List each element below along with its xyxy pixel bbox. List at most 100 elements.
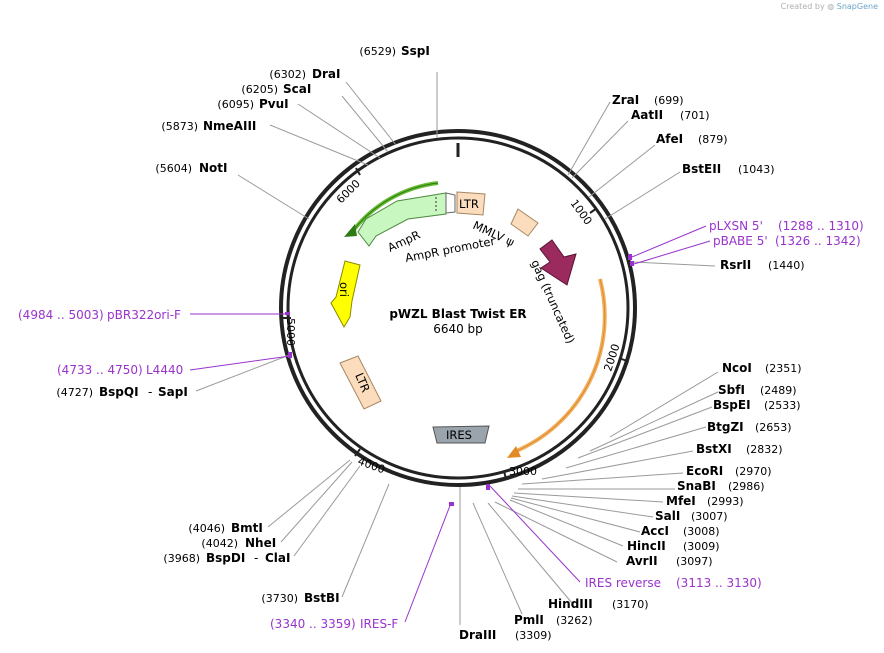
enzyme-name-nhei: NheI (245, 536, 276, 550)
ltr-5-label: LTR (459, 197, 479, 211)
primer-marker-pbabe (630, 261, 634, 266)
ampr-promoter-feature (445, 192, 456, 214)
enzyme-pos-hindiii: (3170) (612, 598, 649, 611)
enzyme-name-pvui: PvuI (259, 97, 289, 111)
ires-label: IRES (446, 428, 472, 442)
enzyme-name-draiii: DraIII (459, 628, 496, 642)
enzyme-connector-lines (195, 72, 719, 625)
gag-feature (539, 239, 577, 286)
enzyme-pos-bspei: (2533) (764, 399, 801, 412)
snapgene-logo-icon: ◍ (827, 2, 835, 11)
enzyme-pos-hincii: (3009) (683, 540, 720, 553)
ori-feature (330, 260, 361, 329)
primer-range-ires-reverse: (3113 .. 3130) (676, 576, 762, 590)
enzyme-pos-pmli: (3262) (556, 614, 593, 627)
primer-marker-pbr322ori (285, 312, 290, 315)
plasmid-size: 6640 bp (433, 322, 483, 336)
primer-range-plxsn: (1288 .. 1310) (778, 219, 864, 233)
enzyme-pos-btgzi: (2653) (755, 421, 792, 434)
gag-orf-arrowhead (507, 446, 521, 458)
enzyme-name-afei: AfeI (656, 132, 683, 146)
enzyme-name-aatii: AatII (631, 108, 663, 122)
enzyme-name-sbfi: SbfI (718, 383, 745, 397)
primer-marker-plxsn (628, 254, 632, 260)
enzyme-pos-aatii: (701) (680, 109, 710, 122)
ltr-5-feature (456, 191, 486, 216)
enzyme-pos-nmeaiii: (5873) (161, 120, 198, 133)
primer-markers (285, 254, 634, 506)
enzyme-pos-mfei: (2993) (707, 495, 744, 508)
enzyme-name-bsteii: BstEII (682, 162, 721, 176)
ltr-3-feature (339, 355, 382, 410)
enzyme-name-bstxi: BstXI (696, 442, 732, 456)
ampr-feature (357, 192, 447, 247)
enzyme-pos-ncoi: (2351) (765, 362, 802, 375)
enzyme-pos-scai: (6205) (241, 83, 278, 96)
primer-name-pbr322ori: pBR322ori-F (107, 308, 181, 322)
primer-lines (189, 225, 711, 623)
enzyme-name-noti: NotI (199, 161, 228, 175)
primer-range-ires-f: (3340 .. 3359) (270, 617, 356, 631)
tick-label-4000: 4000 (356, 455, 387, 477)
enzyme-pos-drai: (6302) (269, 68, 306, 81)
enzyme-pos-zrai: (699) (654, 94, 684, 107)
enzyme-pos-bstxi: (2832) (746, 443, 783, 456)
enzyme-pos-sbfi: (2489) (760, 384, 797, 397)
enzyme-pos-afei: (879) (698, 133, 728, 146)
enzyme-name-drai: DraI (312, 67, 340, 81)
enzyme-pos-draiii: (3309) (515, 629, 552, 642)
enzyme-pos-sspi: (6529) (359, 45, 396, 58)
tick-label-5000: 5000 (284, 318, 297, 346)
enzyme-name-bspqi: BspQI (99, 385, 139, 399)
enzyme-separator-bspdi-clai: - (254, 551, 258, 565)
primer-name-ires-f: IRES-F (360, 617, 398, 631)
enzyme-name-rsrii: RsrII (720, 258, 751, 272)
mmlv-psi-feature (510, 208, 539, 237)
enzyme-name-hindiii: HindIII (548, 597, 593, 611)
enzyme-pos-rsrii: (1440) (768, 259, 805, 272)
enzyme-name-snabi: SnaBI (677, 479, 716, 493)
snapgene-branding: Created by ◍ SnapGene (781, 2, 878, 11)
enzyme-name-bmti: BmtI (231, 521, 263, 535)
gag-orf-arc-inner (513, 278, 606, 453)
enzyme-name-bstbi: BstBI (304, 591, 340, 605)
enzyme-name-scai: ScaI (283, 82, 311, 96)
primer-name-pbabe: pBABE 5' (713, 234, 768, 248)
enzyme-name-sali: SalI (655, 509, 680, 523)
enzyme-pos-nhei: (4042) (201, 537, 238, 550)
ampr-orf-arc-inner (351, 182, 439, 233)
enzyme-pos-sali: (3007) (691, 510, 728, 523)
primer-range-l4440: (4733 .. 4750) (57, 363, 143, 377)
enzyme-name-ecori: EcoRI (686, 464, 723, 478)
enzyme-pos-bsteii: (1043) (738, 163, 775, 176)
enzyme-name-bspei: BspEI (713, 398, 751, 412)
enzyme-name-clai: ClaI (265, 551, 290, 565)
enzyme-name-zrai: ZraI (612, 93, 639, 107)
enzyme-pos-pvui: (6095) (217, 98, 254, 111)
enzyme-pos-bmti: (4046) (188, 522, 225, 535)
enzyme-pos-snabi: (2986) (728, 480, 765, 493)
enzyme-pos-bspqi: (4727) (56, 386, 93, 399)
enzyme-name-btgzi: BtgZI (707, 420, 744, 434)
enzyme-pos-noti: (5604) (155, 162, 192, 175)
enzyme-name-acci: AccI (641, 524, 669, 538)
enzyme-name-bspdi: BspDI (206, 551, 245, 565)
enzyme-name-sspi: SspI (401, 44, 430, 58)
enzyme-pos-bstbi: (3730) (261, 592, 298, 605)
enzyme-pos-avrii: (3097) (676, 555, 713, 568)
enzyme-name-ncoi: NcoI (722, 361, 752, 375)
ori-label: ori (337, 282, 351, 297)
enzyme-labels: (6529) SspI (6302) DraI (6205) ScaI (609… (56, 44, 804, 642)
enzyme-name-nmeaiii: NmeAIII (203, 119, 256, 133)
enzyme-pos-ecori: (2970) (735, 465, 772, 478)
plasmid-name: pWZL Blast Twist ER (389, 307, 526, 321)
primer-name-l4440: L4440 (146, 363, 183, 377)
enzyme-name-mfei: MfeI (666, 494, 696, 508)
enzyme-separator-bspqi-sapi: - (148, 385, 152, 399)
primer-name-ires-reverse: IRES reverse (585, 576, 661, 590)
primer-marker-ires-f (449, 502, 454, 506)
primer-range-pbr322ori: (4984 .. 5003) (18, 308, 104, 322)
enzyme-pos-bspdi: (3968) (163, 552, 200, 565)
primer-labels: pLXSN 5' (1288 .. 1310) pBABE 5' (1326 .… (18, 219, 864, 631)
